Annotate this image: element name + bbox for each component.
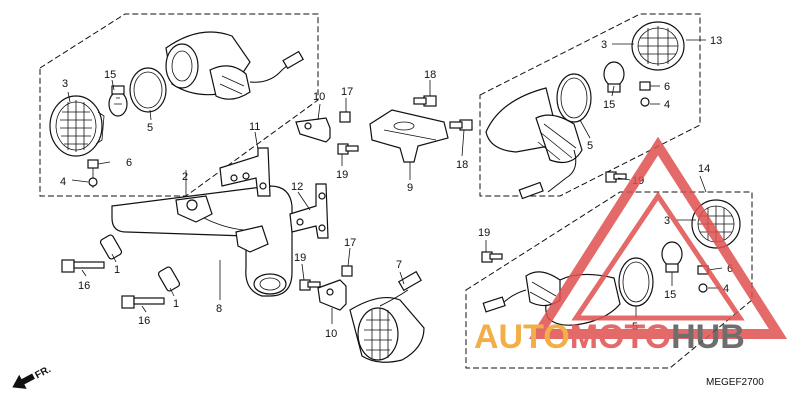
callout-8: 8 (216, 303, 222, 315)
callout-4: 4 (664, 99, 670, 111)
callout-4: 4 (723, 283, 729, 295)
callout-10: 10 (313, 91, 325, 103)
callout-10: 10 (325, 328, 337, 340)
turn-signal-bar[interactable] (111, 185, 293, 297)
left-front-screw[interactable] (87, 159, 99, 188)
callout-3: 3 (601, 39, 607, 51)
bolt-18-lower[interactable] (449, 119, 473, 131)
callout-15: 15 (104, 69, 116, 81)
left-front-bulb[interactable] (108, 85, 128, 117)
right-front-housing[interactable] (485, 87, 583, 200)
group-frame-front-left (39, 13, 319, 197)
right-rear-gasket[interactable] (618, 257, 654, 307)
left-front-lens[interactable] (49, 95, 105, 157)
callout-1: 1 (114, 264, 120, 276)
front-direction-arrow: FR. (12, 364, 53, 389)
callout-3: 3 (664, 215, 670, 227)
callout-19: 19 (294, 252, 306, 264)
watermark: AUTOMOTOHUB (474, 136, 788, 356)
callout-16: 16 (78, 280, 90, 292)
callout-15: 15 (603, 99, 615, 111)
diagram-code: MEGEF2700 (706, 377, 764, 388)
bolt-19-upper[interactable] (337, 143, 359, 155)
right-front-lens[interactable] (631, 21, 685, 71)
callout-2: 2 (182, 171, 188, 183)
bracket-11[interactable] (219, 147, 271, 197)
callout-5: 5 (632, 321, 638, 333)
right-rear-bulb[interactable] (661, 241, 683, 273)
left-front-gasket[interactable] (129, 67, 167, 113)
left-front-housing[interactable] (165, 31, 304, 100)
callout-7: 7 (396, 259, 402, 271)
watermark-part2: MOTO (570, 318, 671, 356)
watermark-part1: AUTO (474, 318, 570, 356)
callout-6: 6 (727, 263, 733, 275)
callout-6: 6 (126, 157, 132, 169)
clamp-10-lower[interactable] (317, 279, 347, 311)
callout-16: 16 (138, 315, 150, 327)
watermark-triangle-icon (528, 136, 788, 339)
callouts: 1 1 2 3 3 3 4 4 4 5 5 5 6 6 6 7 8 9 10 1… (60, 35, 733, 340)
nut-17-upper[interactable] (339, 111, 351, 123)
callout-19: 19 (478, 227, 490, 239)
arrow-left-icon (12, 373, 35, 389)
group-frame-rear-right (465, 191, 753, 369)
callout-1: 1 (173, 298, 179, 310)
group-frame-front-right (479, 13, 701, 197)
callout-5: 5 (587, 140, 593, 152)
callout-17: 17 (341, 86, 353, 98)
mounting-plate[interactable] (369, 109, 449, 163)
watermark-part3: HUB (671, 318, 745, 356)
leader-lines (67, 39, 723, 324)
callout-9: 9 (407, 182, 413, 194)
callout-4: 4 (60, 176, 66, 188)
callout-19: 19 (336, 169, 348, 181)
callout-5: 5 (147, 122, 153, 134)
callout-11: 11 (249, 121, 260, 133)
callout-18: 18 (424, 69, 436, 81)
bolt-lower[interactable] (121, 266, 181, 309)
nut-17-lower[interactable] (341, 265, 353, 277)
bracket-12[interactable] (289, 183, 329, 239)
left-rear-housing[interactable] (349, 270, 425, 363)
callout-17: 17 (344, 237, 356, 249)
right-front-gasket[interactable] (556, 73, 592, 123)
bolt-19-rear[interactable] (481, 251, 503, 263)
bolt-19-right[interactable] (605, 171, 627, 183)
direction-label: FR. (33, 364, 53, 381)
svg-text:AUTOMOTOHUB: AUTOMOTOHUB (474, 318, 745, 356)
clamp-10-upper[interactable] (295, 117, 331, 143)
callout-14: 14 (698, 163, 710, 175)
bolt-upper[interactable] (61, 234, 123, 273)
bolt-18-upper[interactable] (413, 95, 437, 107)
callout-13: 13 (710, 35, 722, 47)
right-rear-housing[interactable] (482, 271, 621, 326)
callout-12: 12 (291, 181, 303, 193)
callout-6: 6 (664, 81, 670, 93)
callout-3: 3 (62, 78, 68, 90)
callout-18: 18 (456, 159, 468, 171)
right-front-screw[interactable] (639, 81, 651, 107)
callout-15: 15 (664, 289, 676, 301)
bolt-19-lower[interactable] (299, 279, 321, 291)
